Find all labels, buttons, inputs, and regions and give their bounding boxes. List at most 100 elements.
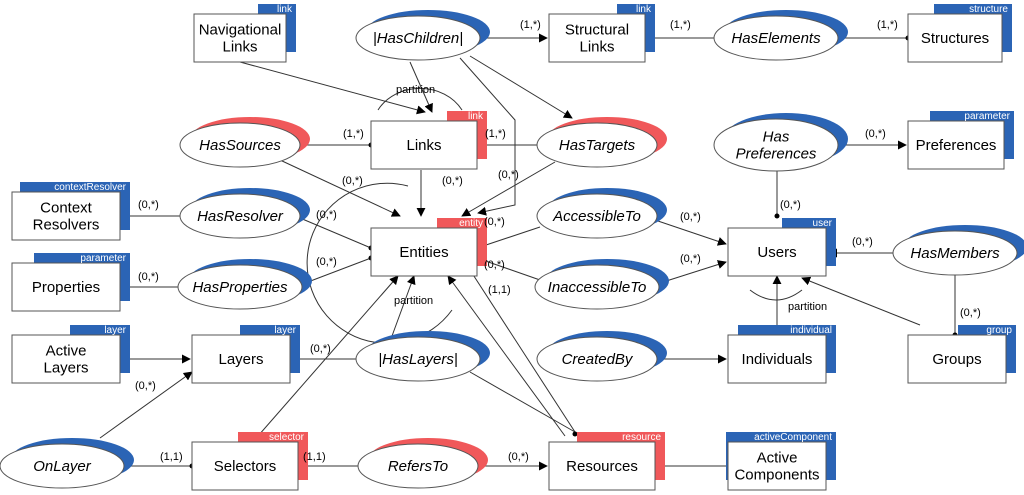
entity-navigational-links-label-line-0: Navigational — [199, 22, 282, 39]
relationship-shape — [179, 122, 301, 168]
relationship-refers-to[interactable]: RefersTo — [357, 438, 488, 489]
entity-tag: link — [277, 4, 293, 15]
cardinality-label: (0,*) — [138, 271, 159, 283]
relationship-accessible-to[interactable]: AccessibleTo — [536, 188, 667, 239]
entity-tag: entity — [459, 218, 483, 229]
entity-resources-label-line-0: Resources — [566, 458, 638, 475]
relationship-shape — [713, 15, 839, 61]
relationship-has-elements[interactable]: HasElements — [713, 10, 848, 61]
entity-active-layers-label-line-1: Layers — [43, 360, 88, 377]
cardinality-label: (0,*) — [342, 175, 363, 187]
entity-context-resolvers-label-line-0: Context — [40, 200, 93, 217]
relationship-shape — [536, 122, 658, 168]
entity-links-label-line-0: Links — [406, 137, 441, 154]
entity-entities-label-line-0: Entities — [399, 244, 448, 261]
edge-haschildren-links — [409, 61, 433, 113]
edge-accessibleto-entities — [476, 226, 541, 249]
cardinality-label: (0,*) — [680, 253, 701, 265]
dot-resources-top — [572, 431, 578, 437]
edge-navlinks-links — [239, 61, 426, 115]
relationship-has-sources[interactable]: HasSources — [179, 117, 310, 168]
relationship-shape — [179, 193, 301, 239]
edge-haschildren-hastargets — [469, 55, 573, 119]
edges — [99, 33, 956, 471]
entity-structural-links-label-line-0: Structural — [565, 22, 629, 39]
entity-box — [727, 227, 827, 277]
cardinality-label: (1,*) — [520, 19, 541, 31]
relationship-has-resolver[interactable]: HasResolver — [179, 188, 310, 239]
entity-tag: individual — [790, 325, 832, 336]
cardinality-label: (0,*) — [508, 451, 529, 463]
entity-box — [907, 334, 1007, 384]
cardinality-label: (1,1) — [488, 284, 511, 296]
entity-box — [191, 441, 299, 491]
entity-tag: group — [986, 325, 1012, 336]
relationship-inaccessible-to[interactable]: InaccessibleTo — [534, 259, 669, 310]
relationship-shape — [536, 336, 658, 382]
entity-tag: layer — [104, 325, 126, 336]
cardinality-label: (0,*) — [680, 211, 701, 223]
entity-active-components-label-line-1: Components — [734, 467, 819, 484]
cardinality-label: (1,*) — [670, 19, 691, 31]
cardinality-label: (0,*) — [852, 236, 873, 248]
relationship-has-targets[interactable]: HasTargets — [536, 117, 667, 168]
relationship-shape — [355, 15, 481, 61]
relationship-shape — [355, 336, 481, 382]
relationship-has-members[interactable]: HasMembers — [892, 225, 1024, 276]
entity-box — [370, 227, 478, 277]
entity-tag: link — [636, 4, 652, 15]
relationship-shape — [0, 443, 125, 489]
relationship-on-layer[interactable]: OnLayer — [0, 438, 134, 489]
entity-box — [727, 334, 827, 384]
cardinality-label: (1,*) — [877, 19, 898, 31]
relationship-has-children[interactable]: |HasChildren| — [355, 10, 490, 61]
entity-properties-label-line-0: Properties — [32, 279, 100, 296]
relationship-shape — [177, 264, 303, 310]
edge-hastargets-entities — [461, 161, 556, 217]
partition-label: partition — [788, 301, 827, 313]
entity-preferences-label-line-0: Preferences — [916, 137, 997, 154]
cardinality-label: (1,*) — [343, 128, 364, 140]
entity-individuals-label-line-0: Individuals — [742, 351, 813, 368]
cardinality-label: (0,*) — [138, 199, 159, 211]
relationship-inaccessible-to-label-line-0: InaccessibleTo — [548, 279, 647, 296]
relationship-has-properties[interactable]: HasProperties — [177, 259, 312, 310]
edge-haschildren-entities — [459, 57, 516, 216]
edge-groups-users — [801, 276, 921, 326]
edge-hassources-entities — [279, 159, 401, 217]
edge-hasresolver-entities — [299, 217, 372, 249]
cardinality-label: (0,*) — [135, 380, 156, 392]
entity-tag: activeComponent — [754, 432, 832, 443]
partition-label: partition — [396, 84, 435, 96]
relationship-has-preferences-label-line-0: Has — [763, 129, 790, 146]
edge-entities-resources — [469, 269, 576, 433]
cardinality-label: (0,*) — [960, 307, 981, 319]
entity-tag: contextResolver — [54, 182, 126, 193]
relationship-has-targets-label-line-0: HasTargets — [559, 137, 636, 154]
edge-selectors-entities — [257, 275, 399, 437]
cardinality-label: (0,*) — [484, 216, 505, 228]
cardinality-label: (0,*) — [865, 128, 886, 140]
relationship-created-by[interactable]: CreatedBy — [536, 331, 667, 382]
entity-tag: structure — [969, 4, 1008, 15]
partition-label: partition — [394, 295, 433, 307]
relationship-has-layers[interactable]: |HasLayers| — [355, 331, 490, 382]
